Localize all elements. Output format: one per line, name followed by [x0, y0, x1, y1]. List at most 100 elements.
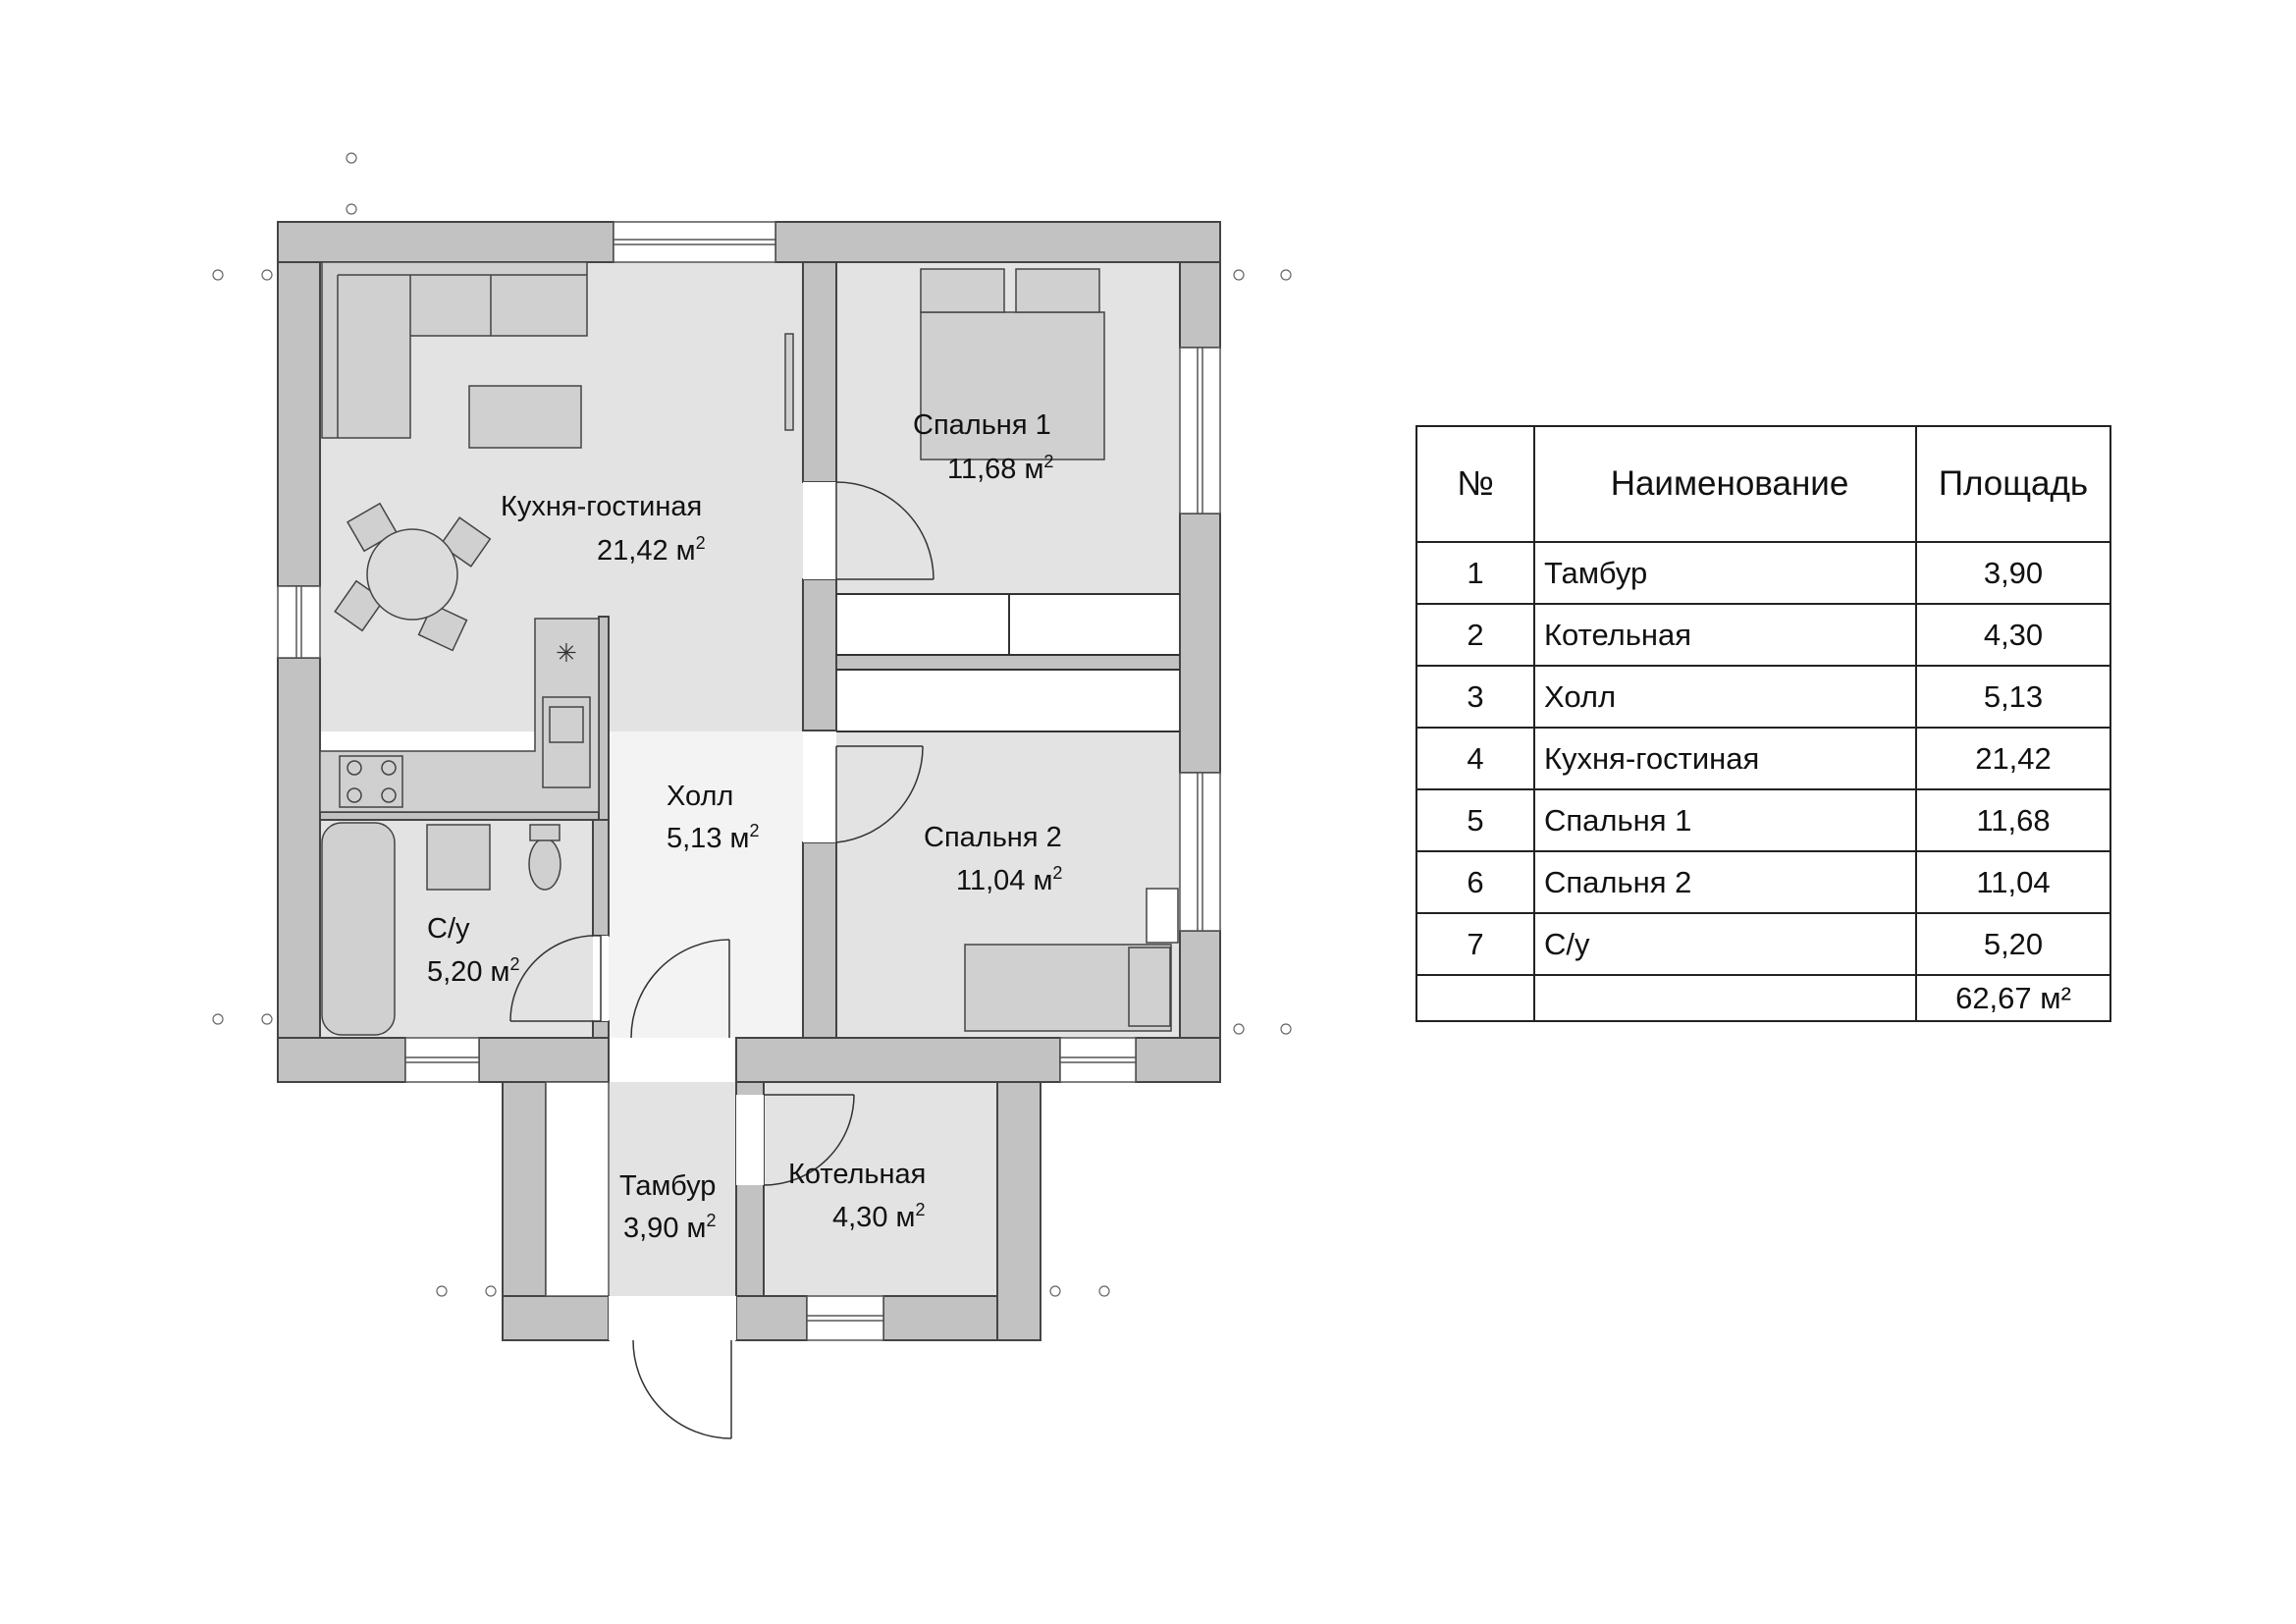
marker: [1280, 269, 1292, 281]
wall-segment: [502, 1295, 610, 1341]
area-table: № Наименование Площадь 1 Тамбур 3,90 2 К…: [1415, 425, 2111, 1022]
row-number: 1: [1415, 541, 1535, 605]
table-header-row: № Наименование Площадь: [1415, 425, 2111, 543]
row-name: С/у: [1533, 912, 1917, 976]
window: [1179, 772, 1221, 932]
door-swing: [630, 939, 730, 1039]
window: [1179, 347, 1221, 514]
toilet-tank: [529, 824, 561, 841]
dining-chair: [439, 516, 492, 568]
header-area: Площадь: [1915, 425, 2111, 543]
row-number: 2: [1415, 603, 1535, 667]
row-area: 5,20: [1915, 912, 2111, 976]
row-name: Холл: [1533, 665, 1917, 729]
wall-segment: [835, 654, 1181, 671]
window: [613, 221, 776, 263]
row-name: Котельная: [1533, 603, 1917, 667]
marker: [1280, 1023, 1292, 1035]
bathtub: [321, 822, 396, 1036]
coffee-table: [468, 385, 582, 449]
door-opening: [736, 1095, 764, 1185]
door-opening: [803, 746, 836, 842]
row-number: 3: [1415, 665, 1535, 729]
table-row: 1 Тамбур 3,90: [1415, 541, 2111, 605]
dining-table: [366, 528, 458, 621]
pillow: [920, 268, 1005, 313]
fan-icon: ✳: [556, 639, 577, 669]
room-labels: Кухня-гостиная 21,42 м2 Спальня 1 11,68 …: [427, 409, 1062, 1244]
bedroom2-area: 11,04 м2: [956, 863, 1062, 896]
table-row: 6 Спальня 2 11,04: [1415, 850, 2111, 914]
wall-segment: [1179, 261, 1221, 349]
burner: [381, 787, 397, 803]
marker: [1049, 1285, 1061, 1297]
burner: [347, 787, 362, 803]
row-name: Спальня 2: [1533, 850, 1917, 914]
row-number: 4: [1415, 727, 1535, 790]
furniture: ✳: [319, 261, 1179, 1036]
wall-segment: [277, 1037, 406, 1083]
windows: [277, 221, 1221, 1341]
vestibule-floor: [609, 1082, 736, 1296]
door-swing: [835, 745, 924, 843]
row-area: 11,04: [1915, 850, 2111, 914]
bedroom1-area: 11,68 м2: [947, 452, 1053, 485]
total-area: 62,67 м²: [1915, 974, 2111, 1022]
header-number: №: [1415, 425, 1535, 543]
marker: [1233, 1023, 1245, 1035]
table-row: 4 Кухня-гостиная 21,42: [1415, 727, 2111, 790]
boiler-name: Котельная: [788, 1159, 926, 1190]
marker: [261, 1013, 273, 1025]
row-area: 5,13: [1915, 665, 2111, 729]
row-area: 3,90: [1915, 541, 2111, 605]
row-area: 21,42: [1915, 727, 2111, 790]
wall-segment: [1179, 513, 1221, 774]
tv: [784, 333, 794, 431]
washbasin: [426, 824, 491, 891]
window: [404, 1037, 480, 1083]
total-empty: [1533, 974, 1917, 1022]
row-name: Тамбур: [1533, 541, 1917, 605]
total-empty: [1415, 974, 1535, 1022]
door-swing: [763, 1094, 855, 1186]
marker: [212, 1013, 224, 1025]
window: [1059, 1037, 1137, 1083]
closet: [836, 593, 1180, 732]
table-row: 2 Котельная 4,30: [1415, 603, 2111, 667]
door-opening: [803, 482, 836, 579]
wall-segment: [735, 1295, 808, 1341]
marker: [212, 269, 224, 281]
marker: [346, 203, 357, 215]
dining-set: [334, 502, 492, 652]
pillow: [1128, 947, 1171, 1027]
marker: [346, 152, 357, 164]
kitchen-name: Кухня-гостиная: [501, 491, 702, 522]
door-swing: [509, 935, 602, 1022]
vestibule-area: 3,90 м2: [623, 1211, 716, 1244]
bedroom2-name: Спальня 2: [924, 822, 1062, 853]
wall-segment: [996, 1081, 1041, 1341]
table-row: 7 С/у 5,20: [1415, 912, 2111, 976]
row-number: 6: [1415, 850, 1535, 914]
burner: [381, 760, 397, 776]
vestibule-window: [545, 1081, 610, 1297]
wall-segment: [802, 578, 837, 731]
vestibule-name: Тамбур: [619, 1170, 716, 1202]
wall-segment: [592, 819, 610, 937]
pillow: [1015, 268, 1100, 313]
markers: [212, 152, 1292, 1297]
kitchen-area: 21,42 м2: [597, 533, 706, 567]
wall-segment: [319, 811, 600, 821]
window: [277, 585, 321, 659]
burner: [347, 760, 362, 776]
marker: [261, 269, 273, 281]
hall-floor: [609, 731, 803, 1038]
wall-segment: [478, 1037, 610, 1083]
nightstand: [1146, 888, 1179, 944]
wall-segment: [1135, 1037, 1221, 1083]
wall-segment: [774, 221, 1221, 263]
boiler-area: 4,30 м2: [832, 1200, 925, 1233]
header-name: Наименование: [1533, 425, 1917, 543]
boiler-floor: [764, 1082, 997, 1296]
